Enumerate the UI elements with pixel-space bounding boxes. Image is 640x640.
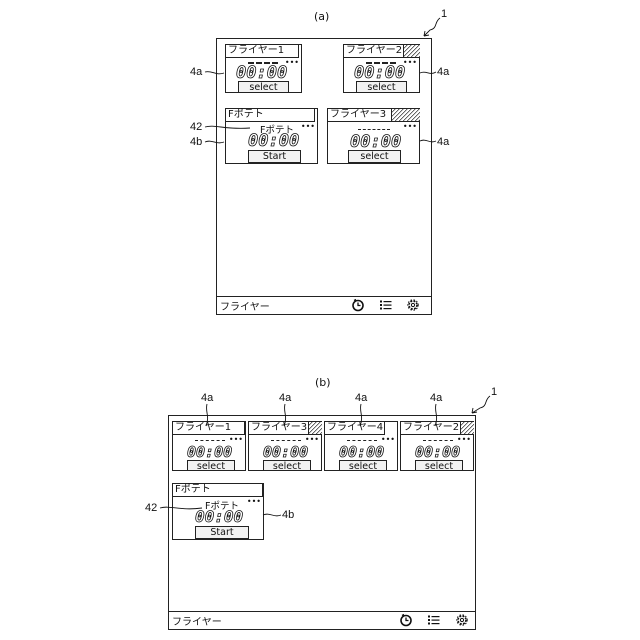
leader-lines <box>0 0 640 640</box>
